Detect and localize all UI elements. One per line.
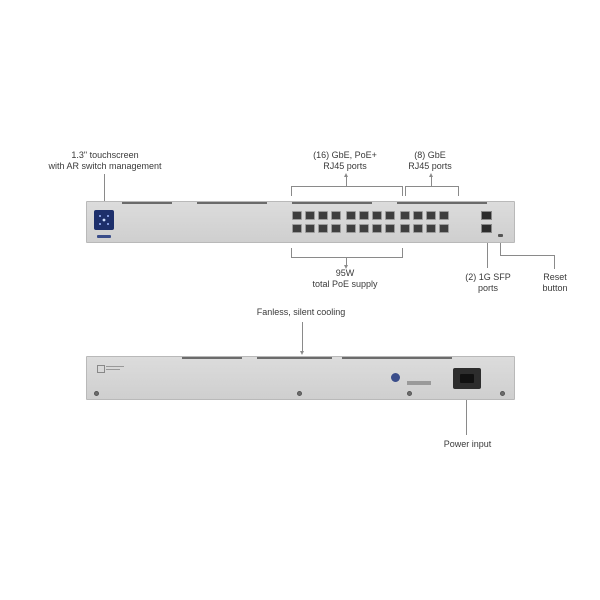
rj45-port[interactable]: [400, 211, 410, 220]
callout-cooling: [300, 322, 304, 355]
rj45-port[interactable]: [318, 224, 328, 233]
rj45-port[interactable]: [331, 211, 341, 220]
label-poe-ports: (16) GbE, PoE+ RJ45 ports: [313, 150, 377, 171]
label-cooling: Fanless, silent cooling: [256, 307, 346, 317]
label-sfp-ports: (2) 1G SFP ports: [465, 272, 511, 293]
rj45-port[interactable]: [372, 211, 382, 220]
rj45-port[interactable]: [372, 224, 382, 233]
iec-power-socket-icon[interactable]: [453, 368, 481, 389]
rj45-port[interactable]: [385, 224, 395, 233]
label-reset-button: Reset button: [542, 272, 568, 293]
callout-reset-vert: [498, 239, 502, 256]
bracket-poe-bottom: [291, 257, 403, 258]
rj45-port[interactable]: [439, 224, 449, 233]
screw: [407, 391, 412, 396]
callout-poe-supply: [344, 257, 348, 269]
callout-touchscreen: [102, 174, 106, 207]
callout-poe-ports: [344, 173, 348, 186]
rj45-port-group: [292, 211, 462, 235]
rj45-port[interactable]: [439, 211, 449, 220]
switch-front: [86, 201, 515, 243]
rj45-port[interactable]: [400, 224, 410, 233]
screw: [500, 391, 505, 396]
screw: [94, 391, 99, 396]
rj45-port[interactable]: [331, 224, 341, 233]
rj45-port[interactable]: [292, 224, 302, 233]
rj45-port[interactable]: [413, 224, 423, 233]
compliance-marks-icon: [407, 381, 431, 385]
callout-gbe-ports: [429, 173, 433, 186]
rj45-port[interactable]: [318, 211, 328, 220]
rj45-port[interactable]: [385, 211, 395, 220]
rj45-port[interactable]: [346, 211, 356, 220]
product-label-sticker: [97, 365, 125, 378]
label-gbe-ports: (8) GbE RJ45 ports: [408, 150, 452, 171]
rj45-port[interactable]: [346, 224, 356, 233]
sfp-port[interactable]: [481, 224, 492, 233]
ubiquiti-logo-icon: [97, 235, 111, 238]
rj45-port[interactable]: [292, 211, 302, 220]
callout-reset-horiz: [500, 255, 555, 256]
screw: [297, 391, 302, 396]
bracket-poe-top: [291, 186, 403, 187]
sfp-port[interactable]: [481, 211, 492, 220]
callout-sfp: [485, 238, 489, 268]
rj45-port[interactable]: [305, 211, 315, 220]
bracket-gbe-top: [405, 186, 459, 187]
rj45-port[interactable]: [413, 211, 423, 220]
label-poe-supply: 95W total PoE supply: [312, 268, 378, 289]
rj45-port[interactable]: [359, 211, 369, 220]
label-power-input: Power input: [443, 439, 492, 449]
callout-power: [464, 394, 468, 435]
touchscreen-display-icon[interactable]: [94, 210, 114, 230]
rj45-port[interactable]: [359, 224, 369, 233]
reset-button[interactable]: [498, 234, 503, 237]
label-touchscreen: 1.3" touchscreen with AR switch manageme…: [48, 150, 162, 171]
rj45-port[interactable]: [426, 224, 436, 233]
switch-rear: [86, 356, 515, 400]
rj45-port[interactable]: [426, 211, 436, 220]
rj45-port[interactable]: [305, 224, 315, 233]
ubiquiti-logo-icon: [391, 373, 400, 382]
